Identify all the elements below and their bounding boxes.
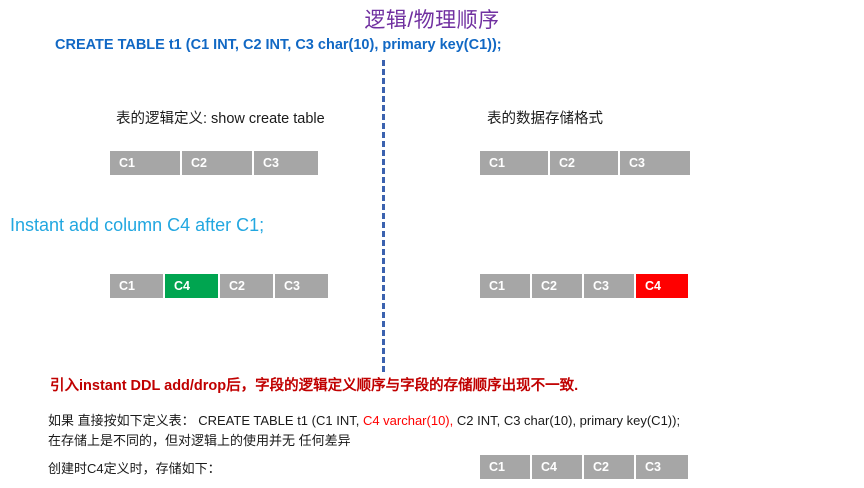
column-cell: C3 [620,151,690,175]
note-line-3: 创建时C4定义时，存储如下： [48,461,221,476]
caption-logical-definition: 表的逻辑定义: show create table [116,111,325,127]
column-cell: C3 [275,274,328,298]
column-cell: C2 [532,274,584,298]
column-cell: C1 [480,455,532,479]
caption-physical-storage: 表的数据存储格式 [487,111,603,127]
column-cell: C1 [110,151,182,175]
instant-add-column-statement: Instant add column C4 after C1; [10,215,265,235]
note-headline: 引入instant DDL add/drop后，字段的逻辑定义顺序与字段的存储顺… [50,378,579,394]
vertical-dashed-divider [382,60,385,372]
note-line-1-prefix: 如果 直接按如下定义表： CREATE TABLE t1 (C1 INT, [48,413,363,428]
column-cell: C1 [480,151,550,175]
column-cell: C1 [480,274,532,298]
column-cell: C3 [636,455,688,479]
column-cell: C2 [584,455,636,479]
note-line-1: 如果 直接按如下定义表： CREATE TABLE t1 (C1 INT, C4… [48,410,680,429]
column-cell: C1 [110,274,165,298]
note-line-2: 在存储上是不同的，但对逻辑上的使用并无 任何差异 [48,433,351,448]
column-cell: C3 [584,274,636,298]
column-cell: C3 [254,151,318,175]
column-cell: C4 [532,455,584,479]
page-title: 逻辑/物理顺序 [364,9,500,32]
create-table-statement: CREATE TABLE t1 (C1 INT, C2 INT, C3 char… [55,37,502,53]
column-cell: C2 [550,151,620,175]
column-cell: C4 [165,274,220,298]
column-cell: C4 [636,274,688,298]
note-line-1-highlight: C4 varchar(10), [362,413,454,428]
column-cell: C2 [220,274,275,298]
note-line-1-suffix: C2 INT, C3 char(10), primary key(C1)); [453,413,681,428]
column-cell: C2 [182,151,254,175]
